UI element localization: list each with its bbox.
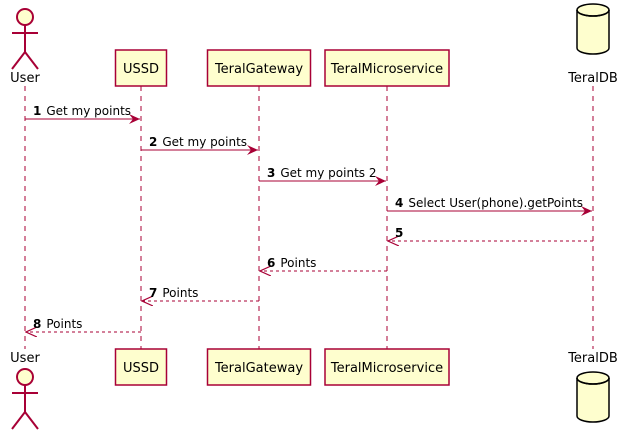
participant-label: TeralDB	[567, 351, 618, 366]
message-7: 7 Points	[142, 286, 259, 301]
actor-icon	[11, 368, 39, 430]
database-icon	[576, 3, 610, 55]
message-label: 6 Points	[267, 256, 316, 270]
message-1: 1 Get my points	[25, 104, 140, 124]
participant-gateway-top: TeralGateway	[206, 49, 312, 87]
message-text: Get my points	[162, 135, 247, 149]
participant-user-top: User	[10, 8, 40, 86]
message-5: 5	[388, 226, 593, 241]
participant-ussd-bottom: USSD	[114, 348, 168, 386]
message-number: 6	[267, 256, 275, 270]
message-8: 8 Points	[26, 317, 141, 332]
message-2: 2 Get my points	[141, 135, 258, 155]
message-label: 3 Get my points 2	[267, 166, 376, 180]
participant-box	[114, 348, 168, 386]
participant-db-top: TeralDB	[567, 3, 618, 86]
participant-label: TeralDB	[567, 71, 618, 86]
participant-box	[206, 49, 312, 87]
message-number: 5	[395, 226, 403, 240]
message-label: 4 Select User(phone).getPoints	[395, 196, 583, 210]
message-6: 6 Points	[260, 256, 387, 271]
participant-user-bottom: User	[10, 351, 40, 430]
participant-box	[324, 348, 450, 386]
message-text: Get my points	[46, 104, 131, 118]
participant-box	[206, 348, 312, 386]
participant-box	[324, 49, 450, 87]
message-text: Get my points 2	[280, 166, 376, 180]
message-number: 8	[33, 317, 41, 331]
message-4: 4 Select User(phone).getPoints	[387, 196, 592, 216]
message-label: 7 Points	[149, 286, 198, 300]
actor-icon	[11, 8, 39, 70]
participant-micro-bottom: TeralMicroservice	[324, 348, 450, 386]
message-text: Select User(phone).getPoints	[408, 196, 583, 210]
message-number: 1	[33, 104, 41, 118]
participant-box	[114, 49, 168, 87]
message-label: 1 Get my points	[33, 104, 131, 118]
message-label: 2 Get my points	[149, 135, 247, 149]
message-text: Points	[46, 317, 82, 331]
participant-label: TeralMicroservice	[330, 361, 443, 376]
participant-ussd-top: USSD	[114, 49, 168, 87]
participant-label: USSD	[123, 361, 159, 376]
participant-micro-top: TeralMicroservice	[324, 49, 450, 87]
participant-label: User	[10, 71, 40, 86]
participant-label: TeralGateway	[214, 62, 303, 77]
message-number: 4	[395, 196, 403, 210]
message-number: 2	[149, 135, 157, 149]
participant-gateway-bottom: TeralGateway	[206, 348, 312, 386]
participant-label: TeralGateway	[214, 361, 303, 376]
message-3: 3 Get my points 2	[259, 166, 386, 186]
participant-label: User	[10, 351, 40, 366]
message-label: 5	[395, 226, 403, 240]
participant-label: TeralMicroservice	[330, 62, 443, 77]
message-label: 8 Points	[33, 317, 82, 331]
message-text: Points	[162, 286, 198, 300]
message-number: 3	[267, 166, 275, 180]
message-number: 7	[149, 286, 157, 300]
message-text: Points	[280, 256, 316, 270]
database-icon	[576, 371, 610, 423]
participant-label: USSD	[123, 62, 159, 77]
participant-db-bottom: TeralDB	[567, 351, 618, 423]
